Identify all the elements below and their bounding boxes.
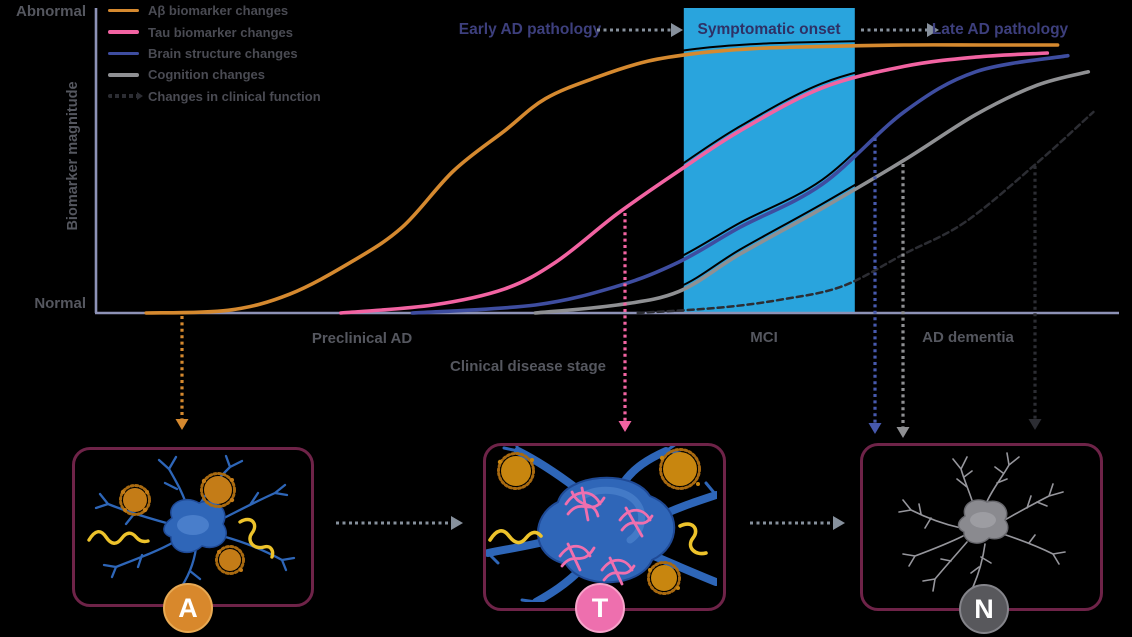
legend-item: Changes in clinical function [108, 88, 321, 105]
dashed-line [336, 521, 452, 525]
legend-label: Changes in clinical function [148, 88, 321, 104]
curve-3 [410, 53, 1070, 315]
legend-line-key [108, 51, 139, 56]
amyloid-plaque-icon [647, 561, 681, 595]
tau-neuron-box [483, 443, 726, 611]
y-axis-title: Biomarker magnitude [65, 81, 81, 231]
dashed-line [597, 28, 672, 32]
amyloid-plaque-icon [200, 472, 236, 508]
legend-label: Cognition changes [148, 67, 265, 83]
dashed-line [861, 28, 928, 32]
legend-line-key [108, 73, 139, 77]
legend-label: Aβ biomarker changes [148, 3, 289, 19]
cognition-marker-arrow [896, 164, 910, 438]
stage-ad-dementia-label: AD dementia [922, 329, 1014, 346]
badge-n: N [959, 584, 1009, 634]
amyloid-neuron-image [87, 454, 296, 598]
amyloid-fibril-icon [87, 517, 275, 559]
arrowhead-icon [927, 23, 939, 37]
late-ad-bold: Late AD [931, 21, 990, 38]
amyloid-plaque-icon [119, 484, 151, 516]
atrophied-neuron-image [898, 452, 1066, 598]
curve-5 [636, 110, 1095, 315]
legend-dashed-line-key [108, 94, 139, 99]
x-axis-title: Clinical disease stage [450, 358, 606, 375]
legend-item: Aβ biomarker changes [108, 2, 321, 19]
late-ad-rest: pathology [994, 21, 1069, 38]
amyloid-plaque-icon [215, 545, 245, 575]
arrowhead-icon [833, 516, 845, 530]
late-ad-pathology-label: Late AD pathology [932, 21, 1068, 39]
dashed-line [750, 521, 834, 525]
biomarker-curves [144, 39, 1095, 315]
a-to-t-arrow [336, 515, 463, 531]
symptomatic-onset-band [683, 8, 855, 313]
tau-marker-arrow [618, 213, 632, 432]
legend-label: Brain structure changes [148, 45, 298, 61]
tau-tangle-icon [558, 486, 654, 586]
legend-line-key [108, 8, 139, 13]
stage-preclinical-label: Preclinical AD [311, 330, 413, 347]
legend-item: Tau biomarker changes [108, 23, 321, 40]
y-axis-abnormal-label: Abnormal [15, 3, 86, 20]
arrowhead-icon [671, 23, 683, 37]
badge-t: T [575, 583, 625, 633]
legend-line-key [108, 30, 139, 34]
legend-label: Tau biomarker changes [148, 24, 293, 40]
badge-a: A [163, 583, 213, 633]
clinical-marker-arrow [1028, 166, 1042, 430]
y-axis-normal-label: Normal [34, 295, 86, 312]
stage-marker-arrows [175, 138, 1042, 438]
curve-2 [339, 51, 1050, 315]
legend-item: Cognition changes [108, 66, 321, 83]
early-ad-pathology-label: Early AD pathology [459, 21, 601, 39]
early-ad-rest: pathology [527, 21, 602, 38]
legend-item: Brain structure changes [108, 45, 321, 62]
symptomatic-onset-label: Symptomatic onset [697, 21, 841, 38]
t-to-n-arrow [750, 515, 845, 531]
structure-marker-arrow [868, 138, 882, 434]
tau-neuron-image [486, 446, 717, 602]
amyloid-plaque-icon [497, 452, 535, 490]
early-to-onset-arrow [597, 22, 683, 38]
curve-4 [533, 70, 1091, 315]
arrowhead-icon [451, 516, 463, 530]
onset-to-late-arrow [861, 22, 939, 38]
curve-1 [144, 43, 1060, 315]
amyloid-fibril-icon [488, 522, 708, 556]
stage-mci-label: MCI [750, 329, 778, 346]
amyloid-plaque-icon [659, 448, 701, 490]
abeta-marker-arrow [175, 316, 189, 430]
early-ad-bold: Early AD [458, 21, 523, 38]
